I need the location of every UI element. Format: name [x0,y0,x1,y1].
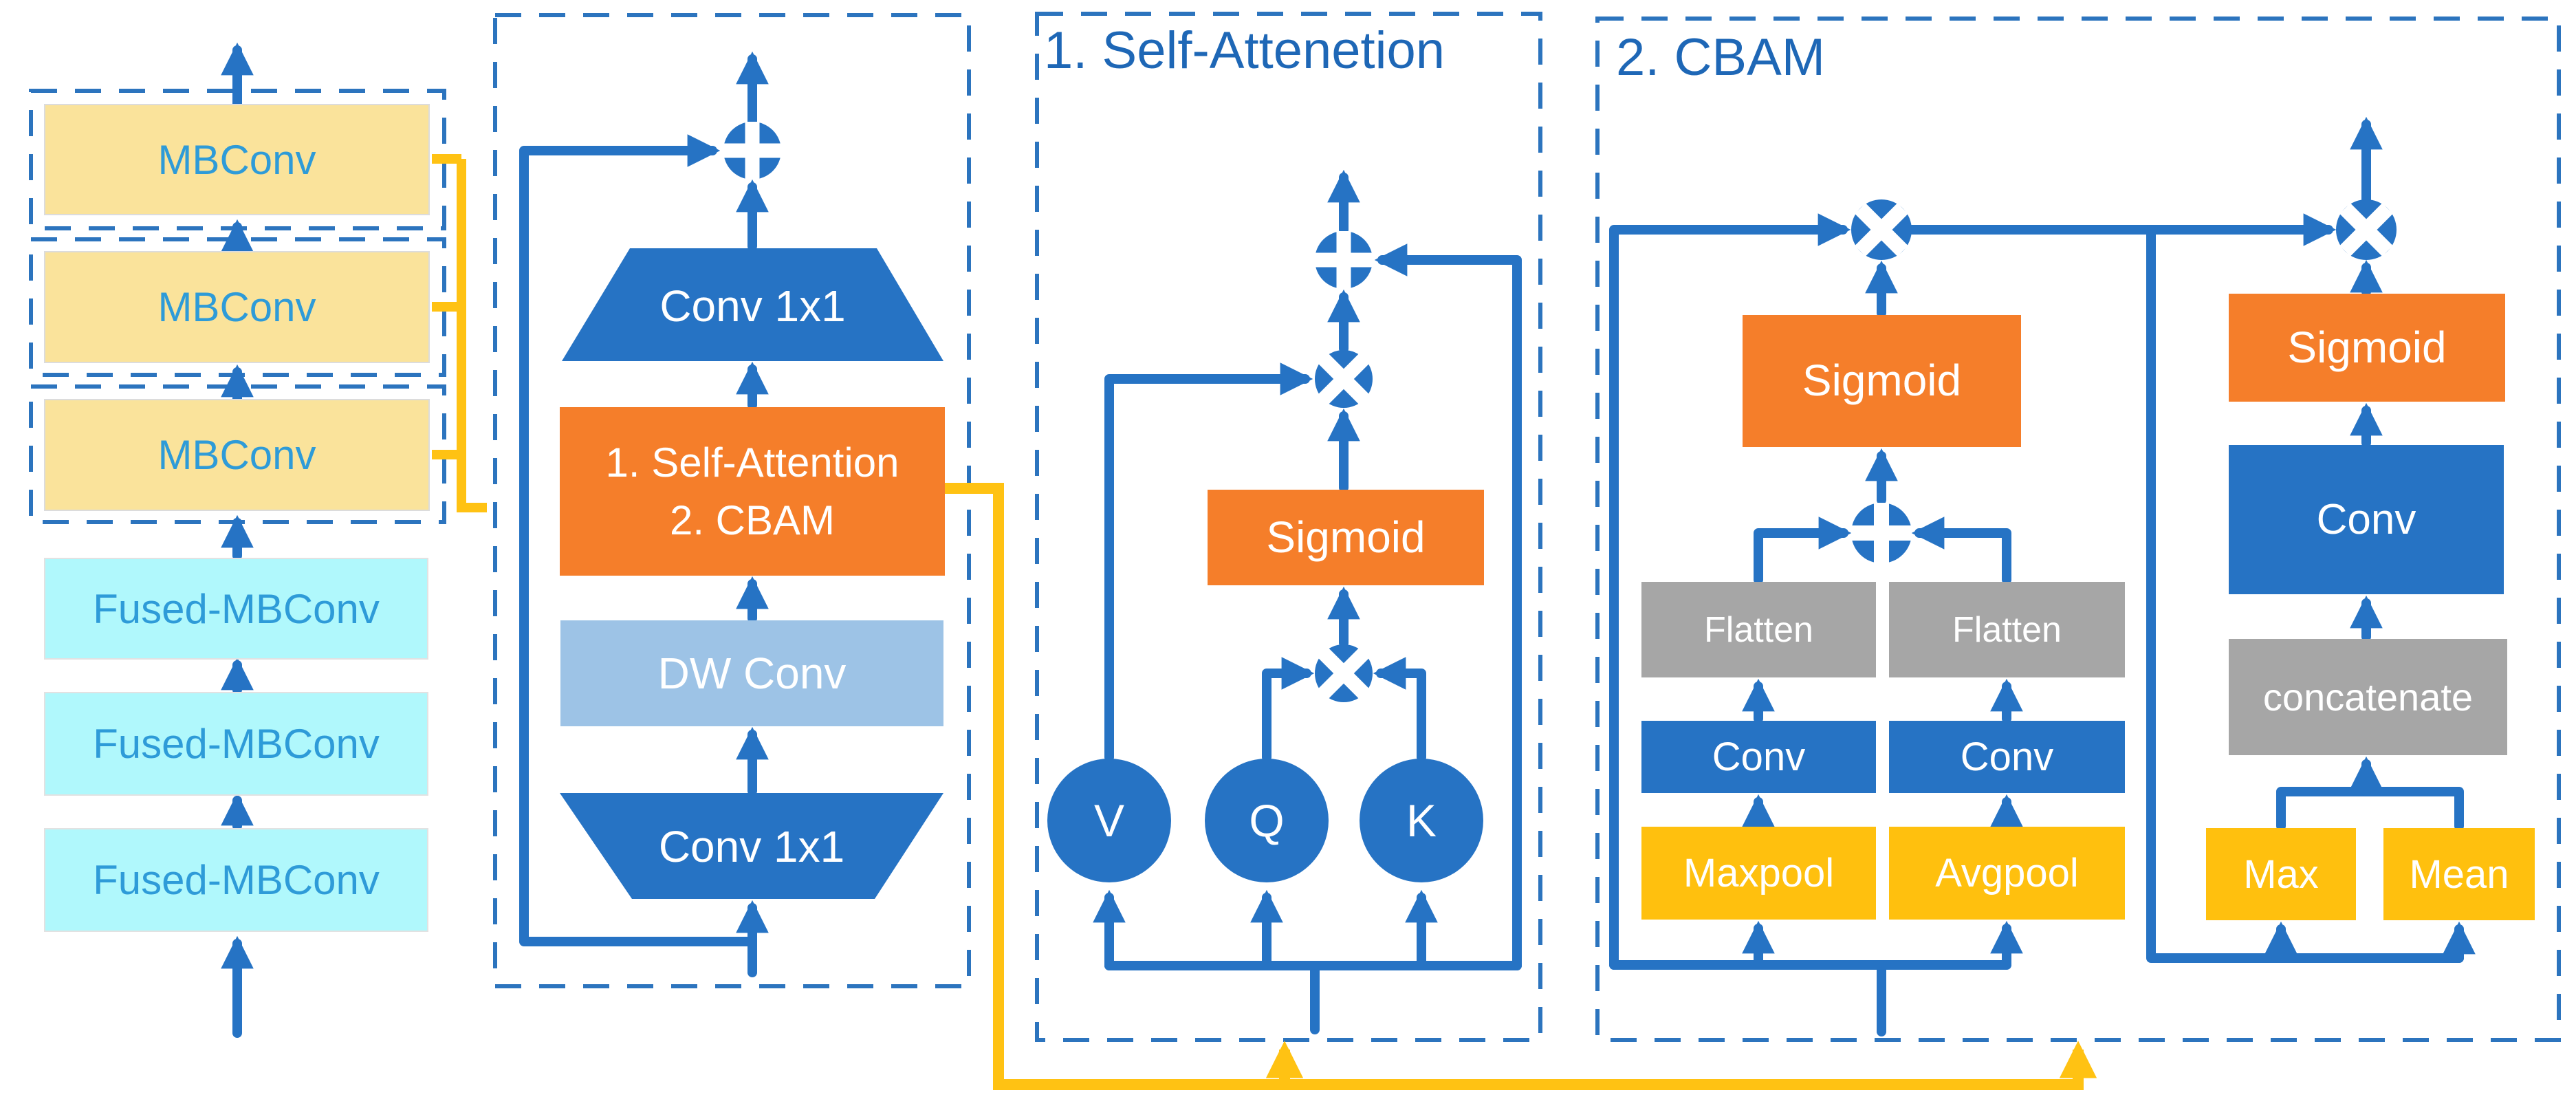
cbam-spatial-sigmoid: Sigmoid [2229,294,2505,402]
fused-mbconv-block-2: Fused-MBConv [44,692,428,796]
attention-expansion-line [945,483,2097,1090]
cbam-spatial-conv: Conv [2229,445,2504,594]
mean-merge-line [2361,787,2464,831]
dwconv-block: DW Conv [560,620,943,726]
multiply-icon [2336,199,2397,260]
cbam-avgpool: Avgpool [1889,827,2125,920]
sa-sigmoid-block: Sigmoid [1208,490,1484,585]
flatten-right-to-add-line [1911,517,2011,585]
cbam-maxpool: Maxpool [1641,827,1876,920]
cbam-mean: Mean [2383,828,2535,920]
cbam-concatenate: concatenate [2229,639,2507,755]
cbam-channel-sigmoid: Sigmoid [1743,315,2021,447]
block-detail-dashed-box [493,13,971,988]
mbconv-tap-lines [432,154,461,459]
cbam-flatten-left: Flatten [1641,582,1876,677]
fused-mbconv-block-1: Fused-MBConv [44,558,428,660]
cbam-title: 2. CBAM [1616,28,1826,87]
spatial-input-line [2146,225,2464,963]
flatten-left-to-add-line [1754,517,1852,585]
q-to-multiply-line [1262,657,1315,762]
add-icon [723,122,781,180]
conv1x1-bottom-label: Conv 1x1 [658,822,845,871]
cbam-max: Max [2206,828,2356,920]
fused-mbconv-block-3: Fused-MBConv [44,828,428,932]
cbam-channel-skip-line [1609,213,1851,970]
multiply-icon [1315,350,1373,408]
mbconv-block-2: MBConv [44,251,430,363]
attention-choice-line1: 1. Self-Attention [605,439,899,486]
mbconv-block-1: MBConv [44,104,430,215]
attention-choice-line2: 2. CBAM [669,497,836,543]
query-circle: Q [1205,759,1329,882]
conv1x1-top-trapezoid [562,248,943,361]
max-merge-line [2276,787,2371,831]
cbam-conv-right: Conv [1889,721,2125,793]
cbam-flatten-right: Flatten [1889,582,2125,677]
add-icon [1851,503,1912,563]
multiply-icon [1315,644,1373,702]
cbam-conv-left: Conv [1641,721,1876,793]
value-circle: V [1047,759,1171,882]
cbam-dashed-box [1595,17,2561,1042]
k-to-multiply-line [1373,657,1426,762]
self-attention-dashed-box [1035,12,1542,1042]
attention-choice-block: 1. Self-Attention 2. CBAM [560,407,945,576]
mbconv-collector-line [457,159,487,512]
residual-skip-line [519,134,757,946]
v-to-multiply-line [1104,362,1313,762]
multiply-icon [1851,199,1912,260]
key-circle: K [1360,759,1483,882]
conv1x1-top-label: Conv 1x1 [659,281,846,331]
add-icon [1315,231,1373,289]
conv1x1-bottom-trapezoid [560,793,943,899]
sa-skip-line [1374,243,1522,970]
self-attention-title: 1. Self-Attenetion [1044,21,1445,80]
mbconv-block-3: MBConv [44,399,430,511]
